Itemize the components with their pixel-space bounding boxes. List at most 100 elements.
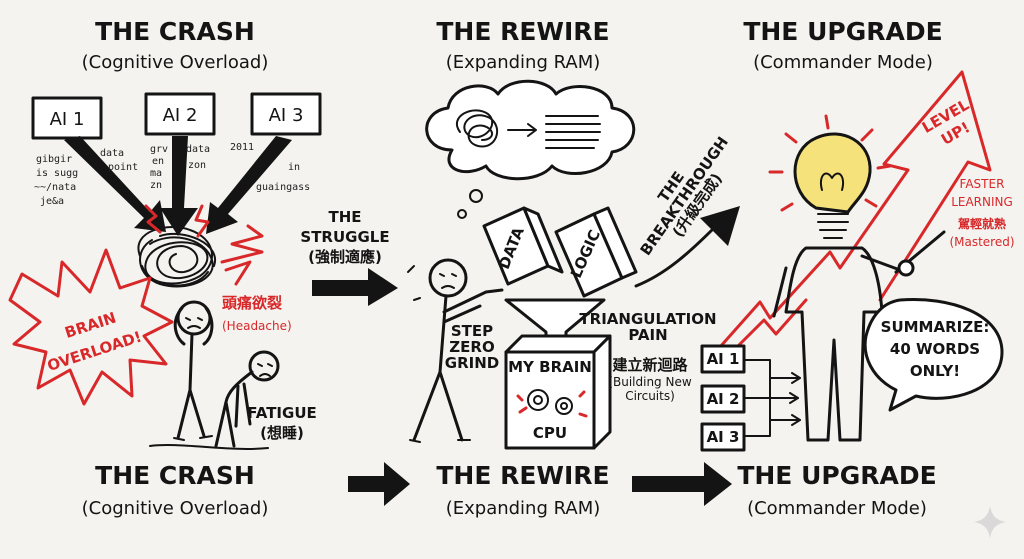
step-zero-line1: STEP: [451, 322, 493, 340]
crash-lightning: [144, 204, 264, 286]
crash-ai-box-3: [250, 92, 322, 136]
title-rewire-top-text: THE REWIRE: [436, 17, 609, 46]
breakthrough-transition: THE BREAKTHROUGH (升級完成): [634, 133, 740, 288]
title-upgrade-bottom-text: THE UPGRADE: [737, 461, 936, 490]
title-crash-bottom-text: THE CRASH: [95, 461, 255, 490]
subtitle-crash-top-text: (Cognitive Overload): [82, 52, 269, 73]
struggle-transition: THE STRUGGLE (強制適應): [300, 208, 398, 306]
scribble-1: gibgir: [36, 154, 72, 165]
commander-ai-box-2-label: AI 2: [707, 390, 740, 408]
subtitle-upgrade-bottom-text: (Commander Mode): [747, 498, 927, 519]
scribble-4: je&a: [40, 196, 64, 207]
data-block: DATA: [482, 206, 564, 286]
title-upgrade-top-text: THE UPGRADE: [743, 17, 942, 46]
faster-learning-label: FASTER LEARNING 駕輕就熟 (Mastered): [949, 177, 1014, 249]
circuits-en-2: Circuits): [625, 389, 675, 403]
crash-arrow-1: [64, 136, 166, 232]
faster-line1: FASTER: [960, 177, 1005, 191]
bottom-arrow-2: [632, 462, 732, 506]
fatigue-en: FATIGUE: [247, 404, 317, 422]
commander-ai-boxes: AI 1 AI 2 AI 3: [700, 344, 801, 452]
breakthrough-arrow-shaft: [634, 224, 718, 288]
lightning-bolt-1: [144, 204, 162, 234]
faster-line2: LEARNING: [951, 195, 1013, 209]
triangulation-line2: PAIN: [628, 326, 667, 344]
title-rewire-bottom: THE REWIRE (Expanding RAM): [436, 461, 609, 519]
scribble-12: zon: [188, 160, 206, 171]
lightning-bolt-3: [220, 224, 264, 264]
summarize-speech-bubble: SUMMARIZE: 40 WORDS ONLY!: [863, 297, 1004, 412]
gear-icon: [527, 389, 549, 411]
level-up-arrow-outline: [710, 70, 992, 358]
gear-icon-small: [555, 397, 573, 415]
scribble-5: data: [100, 148, 124, 159]
title-upgrade-top: THE UPGRADE (Commander Mode): [743, 17, 942, 73]
overload-star-outline: [8, 248, 174, 406]
subtitle-crash-bottom-text: (Cognitive Overload): [82, 498, 269, 519]
headache-label: 頭痛欲裂 (Headache): [222, 294, 292, 333]
data-block-side: [522, 206, 564, 274]
step-zero-line2: ZERO: [449, 338, 494, 356]
scribble-15: guaingass: [256, 182, 310, 193]
bubble-line1: SUMMARIZE:: [881, 318, 990, 336]
scribble-6: point: [108, 162, 138, 173]
crash-arrow-2: [160, 136, 198, 236]
pushing-person: STEP ZERO GRIND: [407, 258, 504, 443]
struggle-label-1: THE: [328, 208, 361, 226]
mastered-cn: 駕輕就熟: [957, 216, 1006, 231]
bubble-line3: ONLY!: [910, 362, 960, 380]
subtitle-rewire-top-text: (Expanding RAM): [446, 52, 601, 73]
scribble-14: in: [288, 162, 300, 173]
scribble-8: en: [152, 156, 164, 167]
title-crash-top-text: THE CRASH: [95, 17, 255, 46]
crash-scribbles: gibgir is sugg ~~/nata je&a data point g…: [34, 142, 310, 207]
my-brain-label: MY BRAIN: [508, 358, 592, 376]
title-crash-bottom: THE CRASH (Cognitive Overload): [82, 461, 269, 519]
fatigue-cn: (想睡): [260, 424, 304, 442]
subtitle-rewire-bottom-text: (Expanding RAM): [446, 498, 601, 519]
bottom-arrow-1: [348, 462, 410, 506]
cpu-box-side: [592, 334, 612, 450]
title-upgrade-bottom: THE UPGRADE (Commander Mode): [737, 461, 936, 519]
scribble-2: is sugg: [36, 168, 78, 179]
circuits-en-1: (Building New: [608, 375, 692, 389]
crash-arrow-3: [206, 136, 292, 234]
lightbulb-icon: [793, 132, 872, 214]
bubble-line2: 40 WORDS: [890, 340, 980, 358]
cpu-label: CPU: [533, 424, 567, 442]
tired-person: [149, 350, 280, 450]
crash-input-arrows: [64, 136, 292, 236]
struggle-label-2: STRUGGLE: [300, 228, 389, 246]
mastered-en: (Mastered): [949, 235, 1014, 249]
tangled-thoughts-scribble: [137, 226, 217, 288]
thought-cloud: [425, 79, 636, 219]
fatigue-label: FATIGUE (想睡): [247, 404, 317, 442]
crash-ai-box-3-label: AI 3: [269, 105, 304, 126]
subtitle-upgrade-top-text: (Commander Mode): [753, 52, 933, 73]
headache-cn: 頭痛欲裂: [222, 294, 282, 312]
tired-person-head: [248, 350, 280, 382]
logic-block: LOGIC: [554, 206, 638, 298]
crash-ai-box-2: [144, 92, 216, 136]
scribble-11: data: [186, 144, 210, 155]
circuits-label: 建立新迴路 (Building New Circuits): [608, 356, 692, 403]
brain-cpu-box: MY BRAIN CPU: [504, 334, 612, 450]
struggle-label-cn: (強制適應): [308, 248, 382, 266]
lightbulb-person-body: [784, 246, 884, 442]
step-zero-line3: GRIND: [445, 354, 499, 372]
title-rewire-bottom-text: THE REWIRE: [436, 461, 609, 490]
scribble-10: zn: [150, 180, 162, 191]
scribble-13: 2011: [230, 142, 254, 153]
triangulation-line1: TRIANGULATION: [579, 310, 716, 328]
headache-en: (Headache): [222, 319, 292, 333]
pushing-person-head: [428, 258, 468, 298]
logic-block-side: [592, 206, 638, 280]
commander-ai-box-3-label: AI 3: [707, 428, 740, 446]
crash-ai-box-1: [31, 96, 103, 140]
commander-ai-box-1-label: AI 1: [707, 350, 740, 368]
title-rewire-top: THE REWIRE (Expanding RAM): [436, 17, 609, 73]
crash-ai-boxes: AI 1 AI 2 AI 3: [31, 92, 322, 140]
stressed-person: [173, 300, 214, 441]
